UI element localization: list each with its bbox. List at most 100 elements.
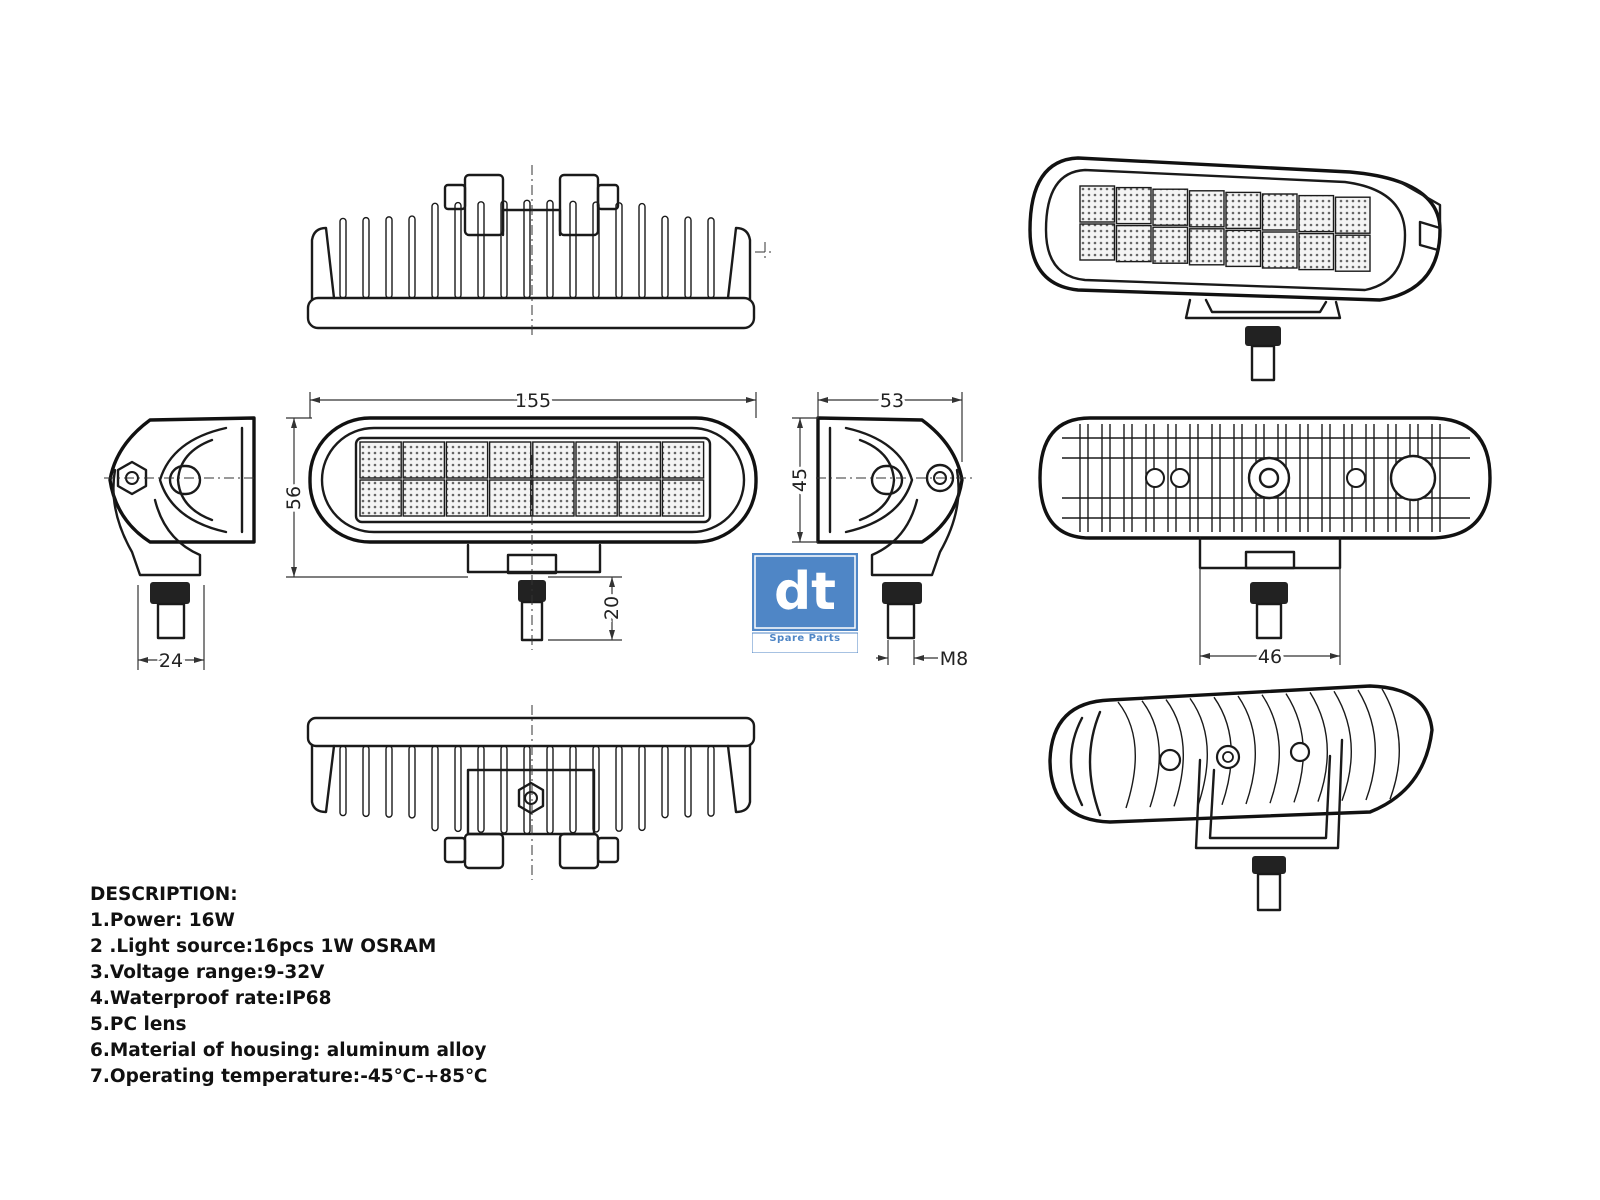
- heatsink-fin: [569, 200, 577, 299]
- led-cell: [618, 441, 662, 479]
- description-heading: DESCRIPTION:: [90, 884, 238, 905]
- logo-text: dt: [774, 562, 836, 622]
- description-item: 5.PC lens: [90, 1014, 187, 1035]
- description-block: DESCRIPTION: 1.Power: 16W 2 .Light sourc…: [90, 882, 487, 1090]
- led-cell: [532, 479, 575, 517]
- iso-front-view: [1028, 156, 1442, 382]
- rear-view: 46: [1038, 416, 1492, 671]
- iso-rear-fin: [1357, 689, 1376, 801]
- heatsink-fin: [408, 745, 416, 819]
- led-cell: [445, 479, 489, 517]
- dim-base-width: 46: [1258, 646, 1282, 668]
- led-cell: [488, 441, 532, 479]
- rear-hole: [1145, 468, 1165, 488]
- led-cell: [575, 441, 618, 479]
- heatsink-fin: [546, 745, 554, 835]
- description-item: 7.Operating temperature:-45℃-+85℃: [90, 1066, 488, 1087]
- led-cell: [1225, 191, 1262, 230]
- logo-mark: dt: [751, 553, 859, 654]
- logo-brand: Spare Parts: [769, 633, 841, 644]
- iso-rear-fin: [1333, 690, 1352, 802]
- heatsink-fin: [431, 745, 439, 832]
- iso-rear-fin: [1309, 692, 1328, 802]
- heatsink-fin: [362, 745, 370, 818]
- heatsink-fin: [339, 745, 347, 817]
- led-cell: [1079, 223, 1116, 261]
- led-cell: [402, 441, 446, 479]
- dt-spare-parts-logo: dt Spare Parts: [751, 553, 859, 654]
- dim-length: 155: [515, 390, 551, 412]
- led-cell: [1115, 224, 1152, 263]
- led-cell: [1298, 232, 1335, 271]
- led-cell: [1225, 229, 1262, 268]
- dim-lens-height: 45: [789, 468, 811, 492]
- led-cell: [488, 479, 532, 517]
- description-item: 4.Waterproof rate:IP68: [90, 988, 332, 1009]
- led-cell: [359, 479, 402, 517]
- led-cell: [445, 441, 489, 479]
- led-cell: [1115, 186, 1152, 225]
- heatsink-fin: [684, 216, 692, 299]
- led-cell: [402, 479, 446, 517]
- top-view: [306, 165, 775, 335]
- heatsink-fin: [523, 199, 531, 299]
- heatsink-fin: [592, 201, 600, 299]
- heatsink-fin: [500, 745, 508, 834]
- heatsink-fin: [477, 201, 485, 299]
- heatsink-fin: [523, 745, 531, 835]
- left-side-view: 24: [104, 416, 256, 675]
- heatsink-fin: [615, 745, 623, 832]
- led-cell: [1188, 190, 1225, 228]
- description-item: 6.Material of housing: aluminum alloy: [90, 1040, 487, 1061]
- led-cell: [661, 441, 705, 479]
- led-cell: [1298, 194, 1335, 233]
- iso-rear-fin: [1381, 688, 1400, 800]
- led-cell: [575, 479, 618, 517]
- heatsink-fin: [638, 745, 646, 832]
- led-cell: [1334, 196, 1371, 234]
- description-item: 2 .Light source:16pcs 1W OSRAM: [90, 936, 437, 957]
- heatsink-fin: [684, 745, 692, 818]
- heatsink-fin: [661, 745, 669, 819]
- iso-rear-view: [1048, 684, 1434, 912]
- led-cell: [1334, 234, 1371, 272]
- iso-rear-fin: [1141, 700, 1160, 808]
- led-cell: [1152, 226, 1189, 264]
- heatsink-fin: [362, 216, 370, 299]
- heatsink-fin: [707, 217, 715, 299]
- led-cell: [1261, 193, 1298, 231]
- front-view: 155 56 20: [280, 387, 758, 650]
- heatsink-fin: [569, 745, 577, 834]
- iso-rear-fin: [1165, 699, 1184, 807]
- right-side-view: 53 45 M8: [786, 387, 972, 670]
- heatsink-fin: [431, 202, 439, 299]
- heatsink-fin: [661, 215, 669, 299]
- iso-rear-fin: [1189, 697, 1208, 806]
- led-cell: [532, 441, 575, 479]
- led-cell: [1152, 188, 1189, 226]
- dim-stud-length: 20: [601, 596, 623, 620]
- description-item: 3.Voltage range:9-32V: [90, 962, 325, 983]
- description-item: 1.Power: 16W: [90, 910, 235, 931]
- heatsink-fin: [546, 199, 554, 299]
- dim-thread: M8: [940, 648, 968, 670]
- led-cell: [618, 479, 662, 517]
- iso-rear-fin: [1237, 695, 1256, 805]
- rear-hole: [1170, 468, 1190, 488]
- heatsink-fin: [408, 215, 416, 299]
- heatsink-fin: [707, 745, 715, 817]
- heatsink-fin: [477, 745, 485, 833]
- led-cell: [661, 479, 705, 517]
- led-cell: [1261, 231, 1298, 269]
- heatsink-fin: [385, 745, 393, 818]
- bottom-view: [306, 705, 756, 880]
- led-cell: [359, 441, 402, 479]
- iso-rear-fin: [1117, 701, 1136, 809]
- heatsink-fin: [339, 217, 347, 299]
- dim-height: 56: [283, 486, 305, 510]
- heatsink-fin: [454, 201, 462, 299]
- heatsink-fin: [385, 216, 393, 299]
- dim-depth: 53: [880, 390, 904, 412]
- heatsink-fin: [638, 202, 646, 299]
